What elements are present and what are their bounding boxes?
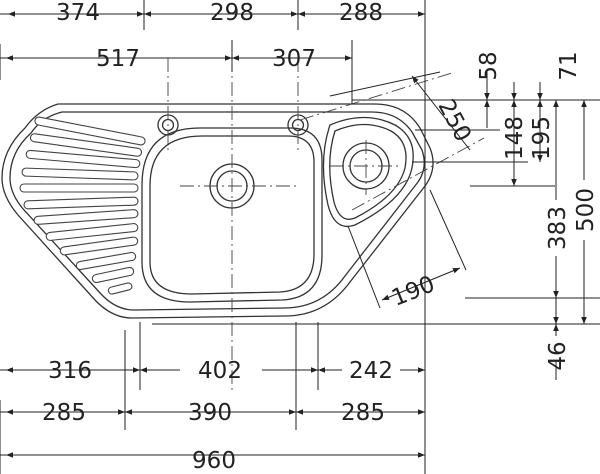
center-lines [167,58,485,390]
top-dimensions [0,0,426,474]
dim-58: 58 [476,51,502,80]
dim-517: 517 [96,46,140,72]
dim-383: 383 [545,206,571,250]
dim-46: 46 [545,341,571,370]
dim-285-right: 285 [341,400,385,426]
dim-402: 402 [198,358,242,384]
dim-190: 190 [388,271,438,312]
drainer-grooves [19,116,146,295]
dim-316: 316 [48,358,92,384]
dim-298: 298 [210,0,254,26]
dim-374: 374 [56,0,100,26]
tap-holes [157,114,309,136]
dim-71: 71 [556,51,582,80]
dim-960: 960 [192,448,236,474]
sink-outline [1,103,434,319]
dim-250: 250 [432,95,476,146]
dim-195: 195 [529,116,555,160]
bottom-dimensions [0,322,425,474]
dim-500: 500 [573,188,599,232]
small-bowl [322,116,414,228]
dim-307: 307 [272,46,316,72]
dim-242: 242 [349,358,393,384]
dim-390: 390 [188,400,232,426]
dim-288: 288 [339,0,383,26]
dim-148: 148 [502,116,528,160]
dim-285-left: 285 [42,400,86,426]
right-dimensions [152,71,600,380]
